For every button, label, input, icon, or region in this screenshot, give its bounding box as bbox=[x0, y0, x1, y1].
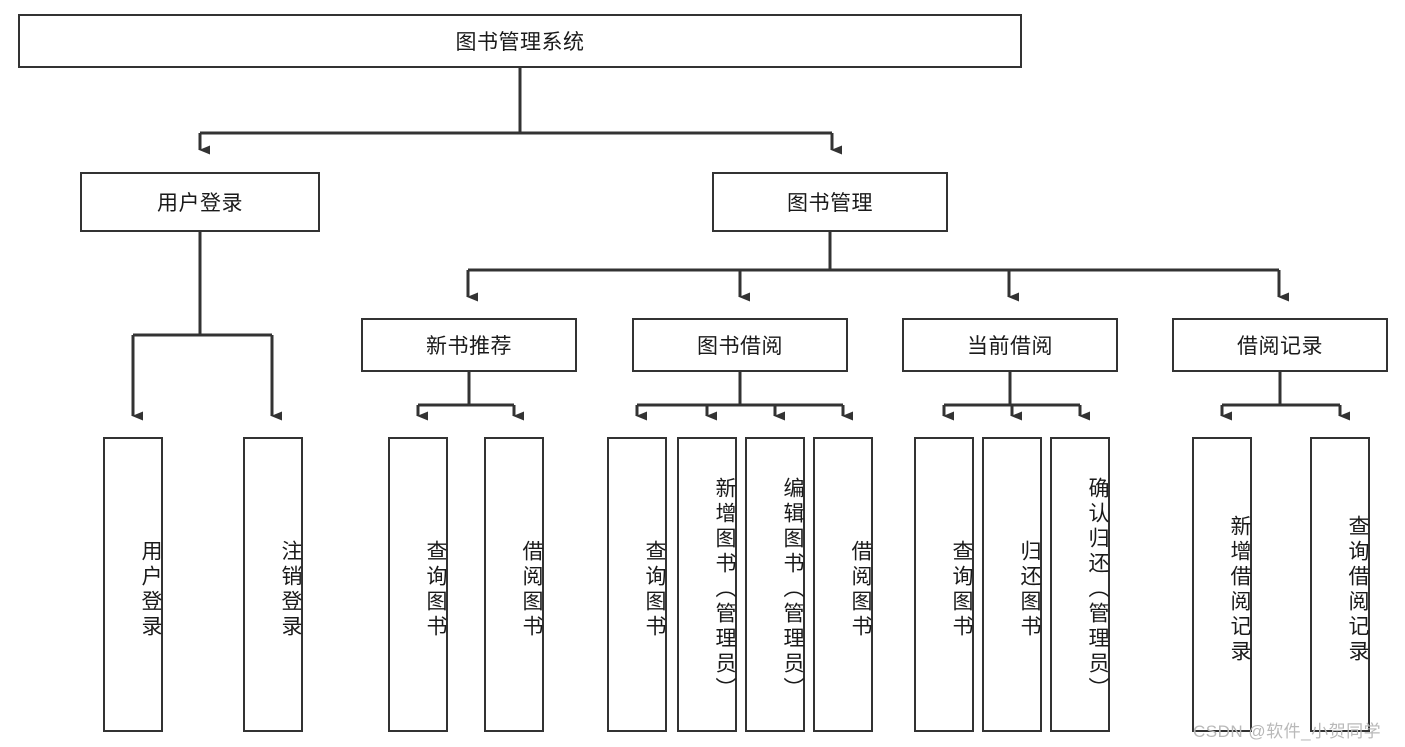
node-new-book-recommend-label: 新书推荐 bbox=[426, 335, 512, 358]
leaf-node[interactable]: 借阅图书 bbox=[484, 437, 544, 732]
leaf-node-label: 用户登录 bbox=[139, 539, 162, 640]
node-borrow-record[interactable]: 借阅记录 bbox=[1172, 318, 1388, 372]
leaf-node-label: 借阅图书 bbox=[849, 539, 872, 640]
leaf-node[interactable]: 确认归还（管理员） bbox=[1050, 437, 1110, 732]
node-borrow-record-label: 借阅记录 bbox=[1237, 335, 1323, 358]
leaf-node-label: 归还图书 bbox=[1018, 539, 1041, 640]
node-current-borrow[interactable]: 当前借阅 bbox=[902, 318, 1118, 372]
leaf-node[interactable]: 查询图书 bbox=[388, 437, 448, 732]
leaf-node-label: 查询图书 bbox=[643, 539, 666, 640]
leaf-node[interactable]: 用户登录 bbox=[103, 437, 163, 732]
node-user-login[interactable]: 用户登录 bbox=[80, 172, 320, 232]
node-book-management[interactable]: 图书管理 bbox=[712, 172, 948, 232]
leaf-node[interactable]: 注销登录 bbox=[243, 437, 303, 732]
leaf-node-label: 确认归还（管理员） bbox=[1086, 477, 1109, 702]
node-book-borrow-label: 图书借阅 bbox=[697, 335, 783, 358]
node-root[interactable]: 图书管理系统 bbox=[18, 14, 1022, 68]
leaf-node[interactable]: 新增图书（管理员） bbox=[677, 437, 737, 732]
leaf-node-label: 查询图书 bbox=[424, 539, 447, 640]
leaf-node-label: 新增图书（管理员） bbox=[713, 477, 736, 702]
leaf-node-label: 查询图书 bbox=[950, 539, 973, 640]
leaf-node[interactable]: 新增借阅记录 bbox=[1192, 437, 1252, 732]
leaf-node-label: 查询借阅记录 bbox=[1346, 514, 1369, 665]
leaf-node[interactable]: 查询图书 bbox=[914, 437, 974, 732]
leaf-node-label: 新增借阅记录 bbox=[1228, 514, 1251, 665]
node-current-borrow-label: 当前借阅 bbox=[967, 335, 1053, 358]
leaf-node[interactable]: 归还图书 bbox=[982, 437, 1042, 732]
node-root-label: 图书管理系统 bbox=[455, 31, 585, 54]
node-book-management-label: 图书管理 bbox=[787, 192, 873, 215]
leaf-node-label: 编辑图书（管理员） bbox=[781, 477, 804, 702]
leaf-node[interactable]: 借阅图书 bbox=[813, 437, 873, 732]
csdn-watermark: CSDN @软件_小贺同学 bbox=[1193, 722, 1382, 741]
node-book-borrow[interactable]: 图书借阅 bbox=[632, 318, 848, 372]
node-user-login-label: 用户登录 bbox=[157, 192, 243, 215]
leaf-node[interactable]: 编辑图书（管理员） bbox=[745, 437, 805, 732]
leaf-node[interactable]: 查询图书 bbox=[607, 437, 667, 732]
leaf-node-label: 注销登录 bbox=[279, 539, 302, 640]
leaf-node[interactable]: 查询借阅记录 bbox=[1310, 437, 1370, 732]
node-new-book-recommend[interactable]: 新书推荐 bbox=[361, 318, 577, 372]
leaf-node-label: 借阅图书 bbox=[520, 539, 543, 640]
